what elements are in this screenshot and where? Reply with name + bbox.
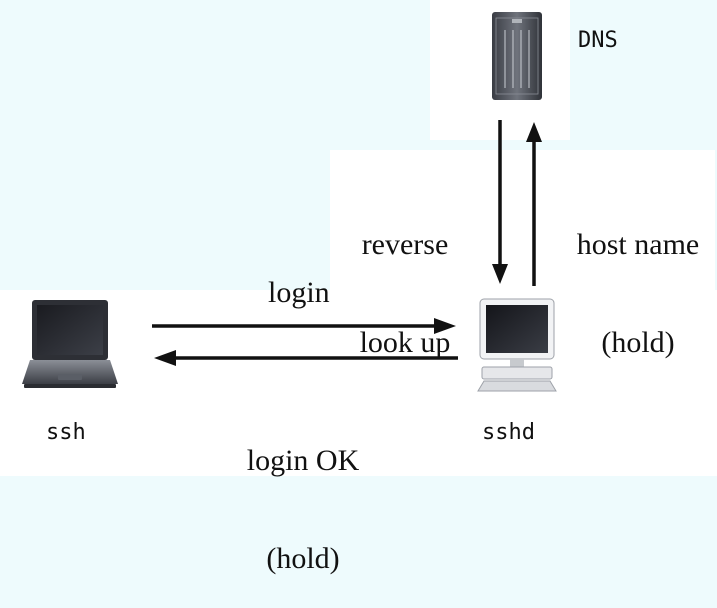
login-ok-arrow (154, 350, 458, 366)
host-name-arrow (526, 122, 542, 286)
ssh-label: ssh (46, 420, 86, 445)
reverse-lookup-arrow (492, 120, 508, 284)
login-ok-line1: login OK (246, 444, 360, 477)
host-name-line2: (hold) (601, 326, 675, 359)
dns-server-icon (492, 12, 542, 100)
login-arrow (152, 318, 456, 334)
login-ok-line2: (hold) (266, 542, 340, 575)
login-ok-label: login OK (hold) (218, 382, 388, 608)
bottom-area (0, 290, 717, 476)
reverse-lookup-line1: reverse (361, 228, 449, 261)
login-label: login (268, 276, 330, 309)
center-area (330, 150, 715, 290)
sshd-label: sshd (482, 420, 535, 445)
host-name-label: host name (hold) (558, 166, 717, 392)
laptop-icon (22, 300, 118, 388)
desktop-computer-icon (477, 298, 557, 392)
host-name-line1: host name (576, 228, 700, 261)
reverse-lookup-line2: look up (359, 326, 451, 359)
reverse-lookup-label: reverse look up (340, 166, 470, 392)
dns-label: DNS (578, 28, 618, 53)
